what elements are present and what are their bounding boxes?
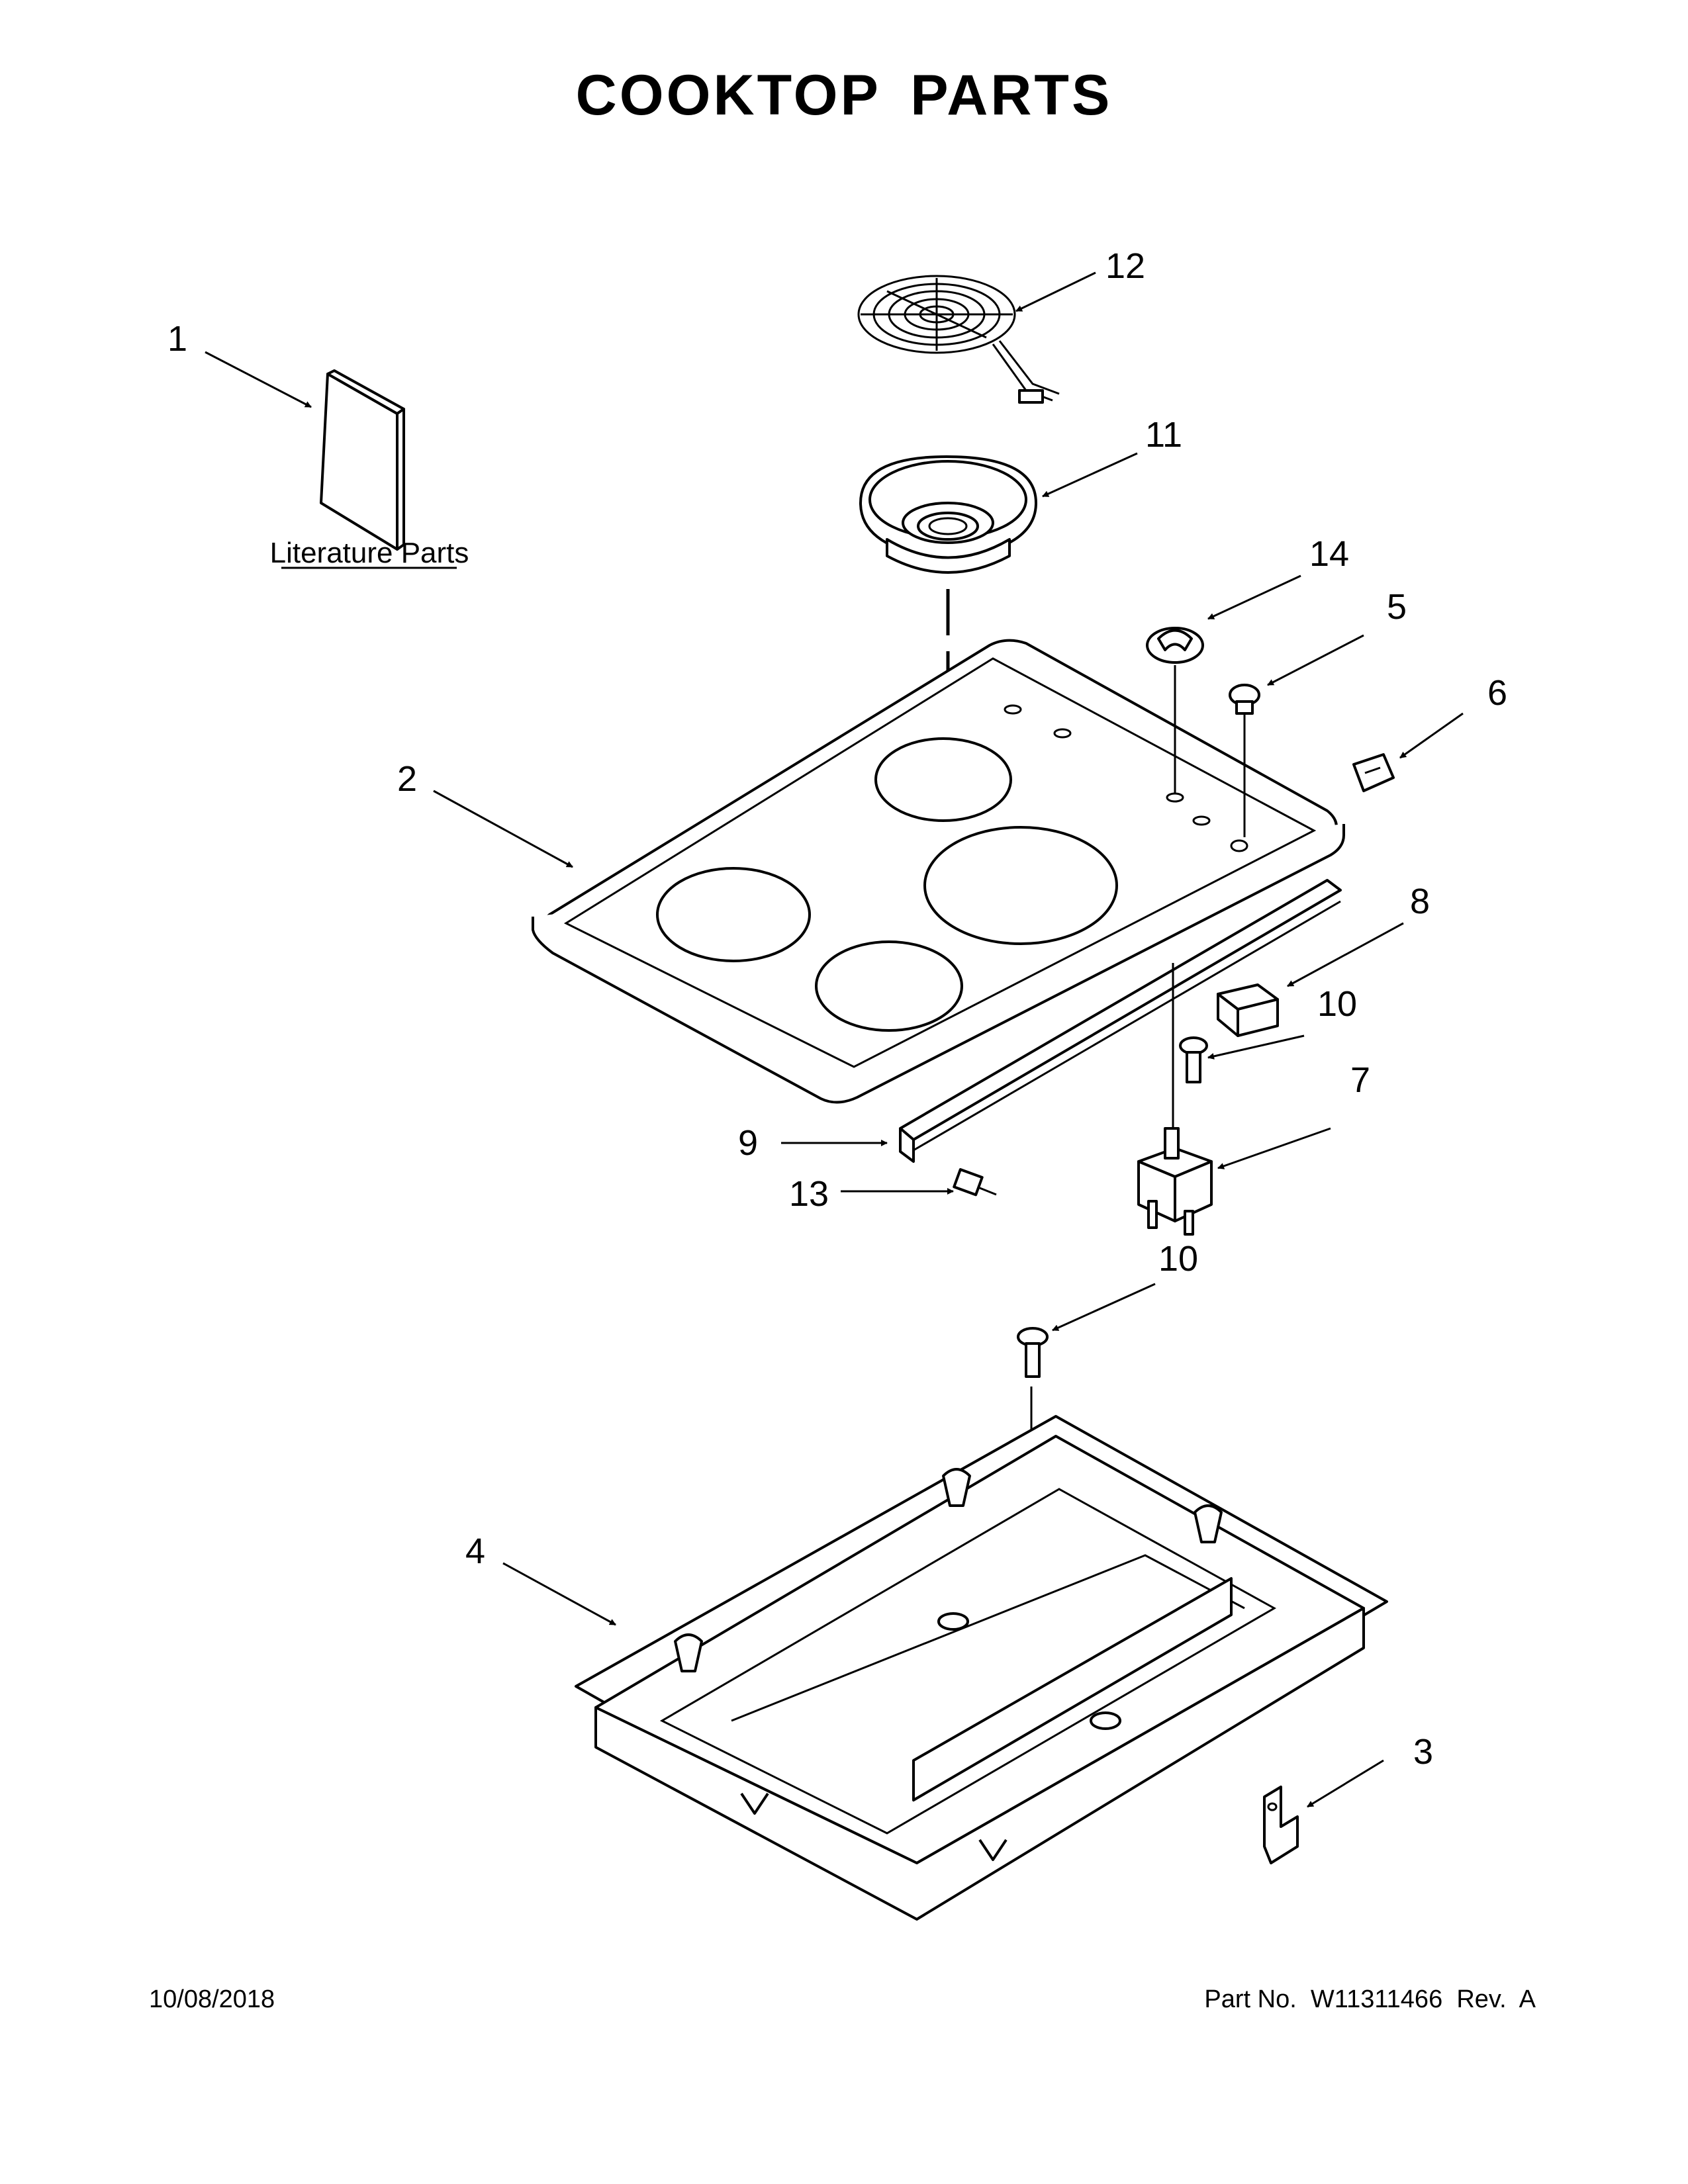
part-10-screw-lower[interactable] bbox=[1017, 1327, 1049, 1378]
callout-1: 1 bbox=[167, 319, 187, 359]
part-14-knob[interactable] bbox=[1146, 627, 1204, 664]
part-10-screw-upper[interactable] bbox=[1179, 1036, 1208, 1083]
part-6-clip[interactable] bbox=[1352, 753, 1395, 792]
callout-4: 4 bbox=[465, 1531, 485, 1571]
part-8-switch[interactable] bbox=[1217, 983, 1279, 1037]
callout-6: 6 bbox=[1487, 673, 1507, 713]
page-title: COOKTOP PARTS bbox=[575, 64, 1113, 127]
callout-10-upper: 10 bbox=[1317, 984, 1357, 1024]
callout-11: 11 bbox=[1145, 415, 1182, 455]
callout-2: 2 bbox=[397, 759, 417, 799]
part-13-screw[interactable] bbox=[953, 1168, 997, 1197]
part-3-bracket[interactable] bbox=[1263, 1786, 1299, 1864]
footer-part-number: Part No. W11311466 Rev. A bbox=[1204, 1985, 1536, 2013]
callout-9: 9 bbox=[738, 1123, 758, 1163]
callout-12: 12 bbox=[1105, 246, 1145, 286]
literature-caption: Literature Parts bbox=[270, 537, 469, 569]
part-2-cooktop[interactable] bbox=[532, 639, 1345, 1104]
part-12-surface-element[interactable] bbox=[857, 275, 1060, 404]
callout-5: 5 bbox=[1387, 587, 1407, 627]
part-4-burner-box[interactable] bbox=[575, 1415, 1388, 1921]
part-1-literature[interactable] bbox=[320, 369, 405, 551]
callout-14: 14 bbox=[1309, 534, 1349, 574]
part-7-infinite-switch[interactable] bbox=[1137, 1127, 1213, 1236]
callout-10-lower: 10 bbox=[1158, 1239, 1198, 1279]
part-9-trim-strip[interactable] bbox=[899, 879, 1342, 1163]
part-5-indicator-lamp[interactable] bbox=[1229, 684, 1260, 715]
callout-3: 3 bbox=[1413, 1732, 1433, 1772]
part-11-drip-bowl[interactable] bbox=[859, 455, 1037, 574]
footer-date: 10/08/2018 bbox=[149, 1985, 275, 2013]
callout-8: 8 bbox=[1410, 882, 1430, 921]
callout-7: 7 bbox=[1350, 1060, 1370, 1100]
callout-13: 13 bbox=[789, 1174, 829, 1214]
